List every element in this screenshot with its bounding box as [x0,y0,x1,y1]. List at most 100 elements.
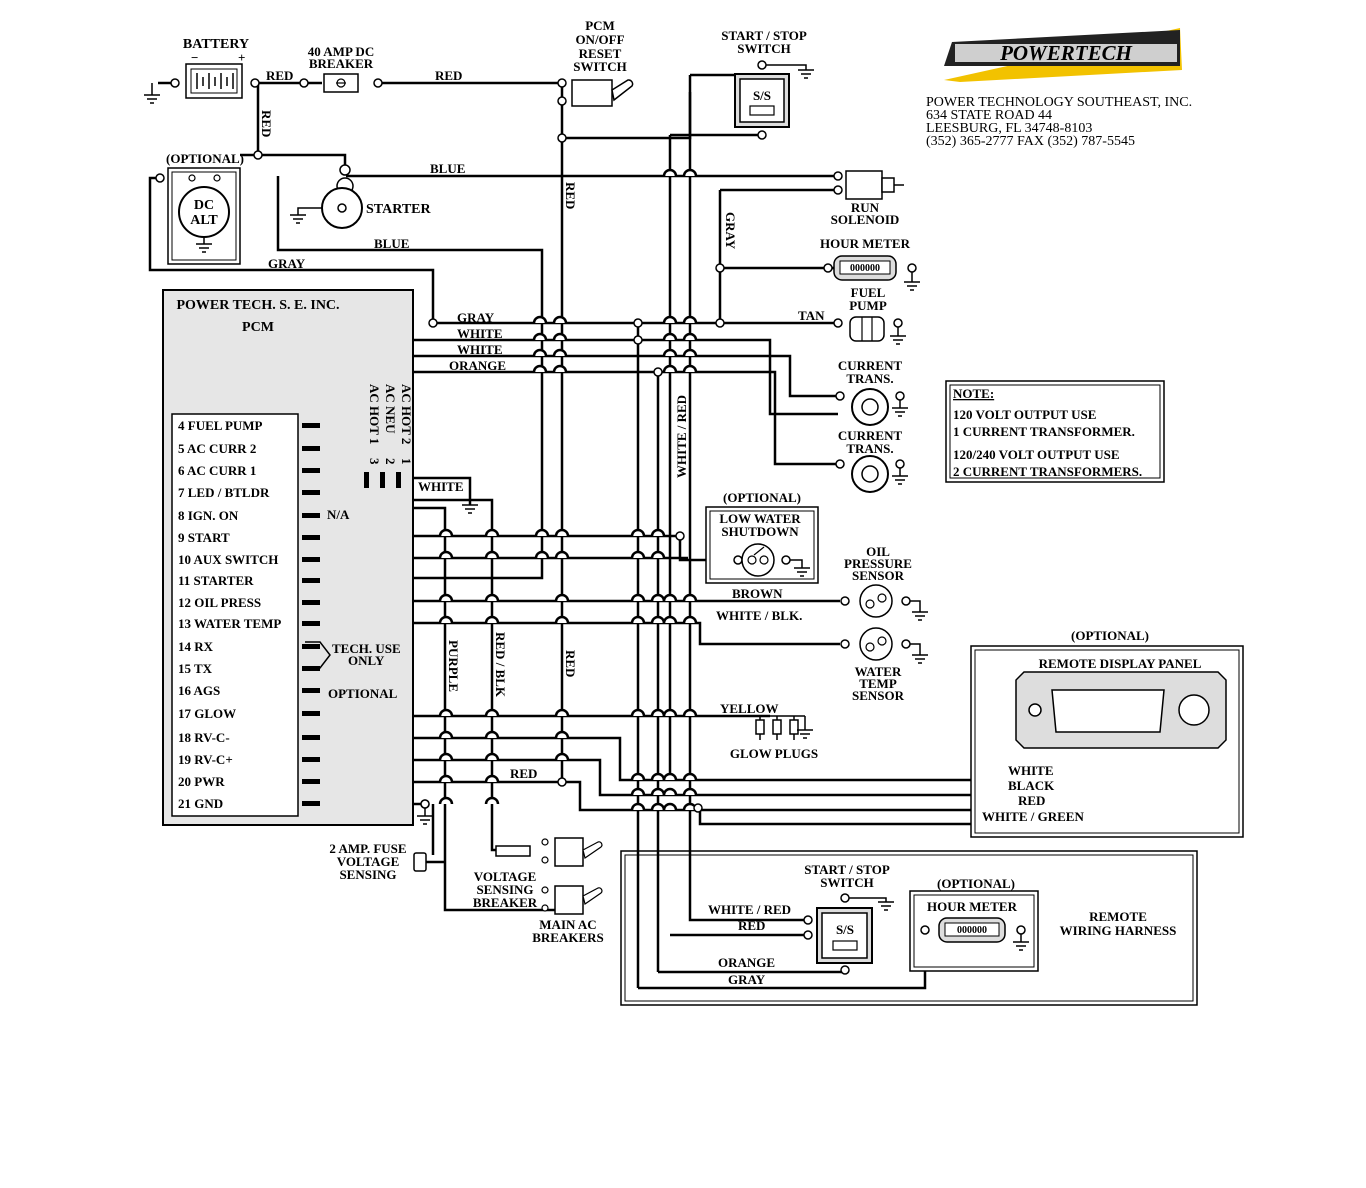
svg-text:REMOTE: REMOTE [1089,909,1147,924]
svg-text:NOTE:: NOTE: [953,386,994,401]
svg-text:LOW WATER: LOW WATER [719,511,801,526]
fuel-pump: FUEL PUMP [833,285,906,345]
battery-plus: + [238,50,245,65]
wire-label-white-blk: WHITE / BLK. [716,608,802,623]
pcm-terminal-stub [302,644,320,649]
wire-label-orange-1: ORANGE [449,358,506,373]
pcm-terminal-18: 18 RV-C- [178,730,230,745]
pcm-terminal-4: 4 FUEL PUMP [178,418,263,433]
pcm-terminal-16: 16 AGS [178,683,220,698]
label-na: N/A [327,507,350,522]
pcm-terminal-stub [302,446,320,451]
main-ac-breakers: MAIN AC BREAKERS [532,885,604,945]
pcm-title-1: POWER TECH. S. E. INC. [176,298,339,313]
svg-text:S/S: S/S [753,88,771,103]
start-stop-switch: START / STOP SWITCH S/S [721,28,814,128]
svg-text:SHUTDOWN: SHUTDOWN [721,524,799,539]
svg-text:ALT: ALT [190,213,218,228]
pcm-terminal-12: 12 OIL PRESS [178,595,261,610]
wire-label-purple: PURPLE [446,640,461,692]
svg-text:SENSOR: SENSOR [852,568,905,583]
pcm-title-2: PCM [242,320,274,335]
svg-text:1 CURRENT TRANSFORMER.: 1 CURRENT TRANSFORMER. [953,424,1135,439]
svg-text:PUMP: PUMP [849,298,887,313]
note-box: NOTE: 120 VOLT OUTPUT USE 1 CURRENT TRAN… [945,380,1165,483]
pcm-terminal-9: 9 START [178,530,230,545]
svg-text:FUEL: FUEL [851,285,886,300]
wire-label-yellow: YELLOW [720,701,779,716]
battery: BATTERY − + [144,37,260,104]
pcm-ac-stub [380,472,385,488]
label-optional: OPTIONAL [328,686,398,701]
remote-display-panel: (OPTIONAL) REMOTE DISPLAY PANEL [970,628,1244,838]
wire-label-red-2: RED [259,110,274,137]
wire-label-gray-4: GRAY [728,972,766,987]
svg-text:ON/OFF: ON/OFF [575,32,624,47]
svg-text:TRANS.: TRANS. [846,371,893,386]
svg-text:SENSOR: SENSOR [852,688,905,703]
company-logo: POWERTECH [944,28,1182,82]
svg-text:START / STOP: START / STOP [804,862,890,877]
svg-text:VOLTAGE: VOLTAGE [337,854,400,869]
svg-text:PCM: PCM [585,18,615,33]
svg-text:CURRENT: CURRENT [838,358,903,373]
ground-icon [462,504,478,514]
svg-text:STARTER: STARTER [366,202,431,217]
company-city: LEESBURG, FL 34748-8103 [926,121,1092,136]
svg-text:(OPTIONAL): (OPTIONAL) [723,490,801,505]
pcm-terminal-13: 13 WATER TEMP [178,616,281,631]
pcm-ac-stub [364,472,369,488]
svg-text:VOLTAGE: VOLTAGE [474,869,537,884]
svg-text:SENSING: SENSING [339,867,396,882]
svg-text:SWITCH: SWITCH [737,41,790,56]
glow-plugs: YELLOW GLOW PLUGS [720,701,818,761]
pcm-terminal-20: 20 PWR [178,774,225,789]
low-water-shutdown: (OPTIONAL) LOW WATER SHUTDOWN [705,490,819,584]
pcm-ac-label: AC HOT 2 [399,384,414,444]
voltage-sensing-breaker: VOLTAGE SENSING BREAKER [473,837,603,910]
wire-label-red-4: RED [563,182,578,209]
pcm-terminal-stub [302,600,320,605]
svg-text:BREAKERS: BREAKERS [532,930,604,945]
svg-text:BREAKER: BREAKER [309,56,374,71]
wire-label-black: BLACK [1008,778,1055,793]
svg-text:HOUR METER: HOUR METER [927,899,1018,914]
pcm-terminal-stub [302,735,320,740]
pcm-terminal-stub [302,490,320,495]
svg-text:BREAKER: BREAKER [473,895,538,910]
svg-text:SWITCH: SWITCH [820,875,873,890]
pcm-terminal-stub [302,535,320,540]
pcm-ac-stub [396,472,401,488]
pcm-terminal-stub [302,621,320,626]
pcm-terminal-stub [302,801,320,806]
pcm-terminal-7: 7 LED / BTLDR [178,485,270,500]
svg-text:2 AMP. FUSE: 2 AMP. FUSE [329,841,406,856]
wire-label-white-green: WHITE / GREEN [982,809,1084,824]
svg-text:RUN: RUN [851,200,880,215]
svg-text:TEMP: TEMP [859,676,897,691]
pcm-ac-number: 3 [367,458,382,465]
pcm-ac-number: 2 [383,458,398,465]
wire-label-tan: TAN [798,308,825,323]
wire-crossovers [438,168,698,811]
current-transformer-1: CURRENT TRANS. [835,358,908,426]
svg-text:HOUR METER: HOUR METER [820,236,911,251]
hour-meter: HOUR METER 000000 [820,236,920,291]
wire-label-gray-1: GRAY [268,256,306,271]
pcm-reset-switch: PCM ON/OFF RESET SWITCH [557,18,634,107]
pcm-terminal-11: 11 STARTER [178,573,254,588]
pcm-terminal-stub [302,757,320,762]
pcm-terminal-stub [302,578,320,583]
svg-text:RESET: RESET [579,46,622,61]
wire-label-white-red: WHITE / RED [674,395,689,478]
dc-alternator: (OPTIONAL) DC ALT [155,151,244,265]
oil-pressure-sensor: OIL PRESSURE SENSOR [840,544,928,621]
pcm-terminal-5: 5 AC CURR 2 [178,441,256,456]
wire-label-red-1: RED [266,68,293,83]
pcm-terminal-stub [302,711,320,716]
pcm-ac-label: AC HOT 1 [367,384,382,444]
pcm-ac-number: 1 [399,458,414,465]
pcm-terminal-21: 21 GND [178,796,223,811]
battery-minus: − [191,50,198,65]
